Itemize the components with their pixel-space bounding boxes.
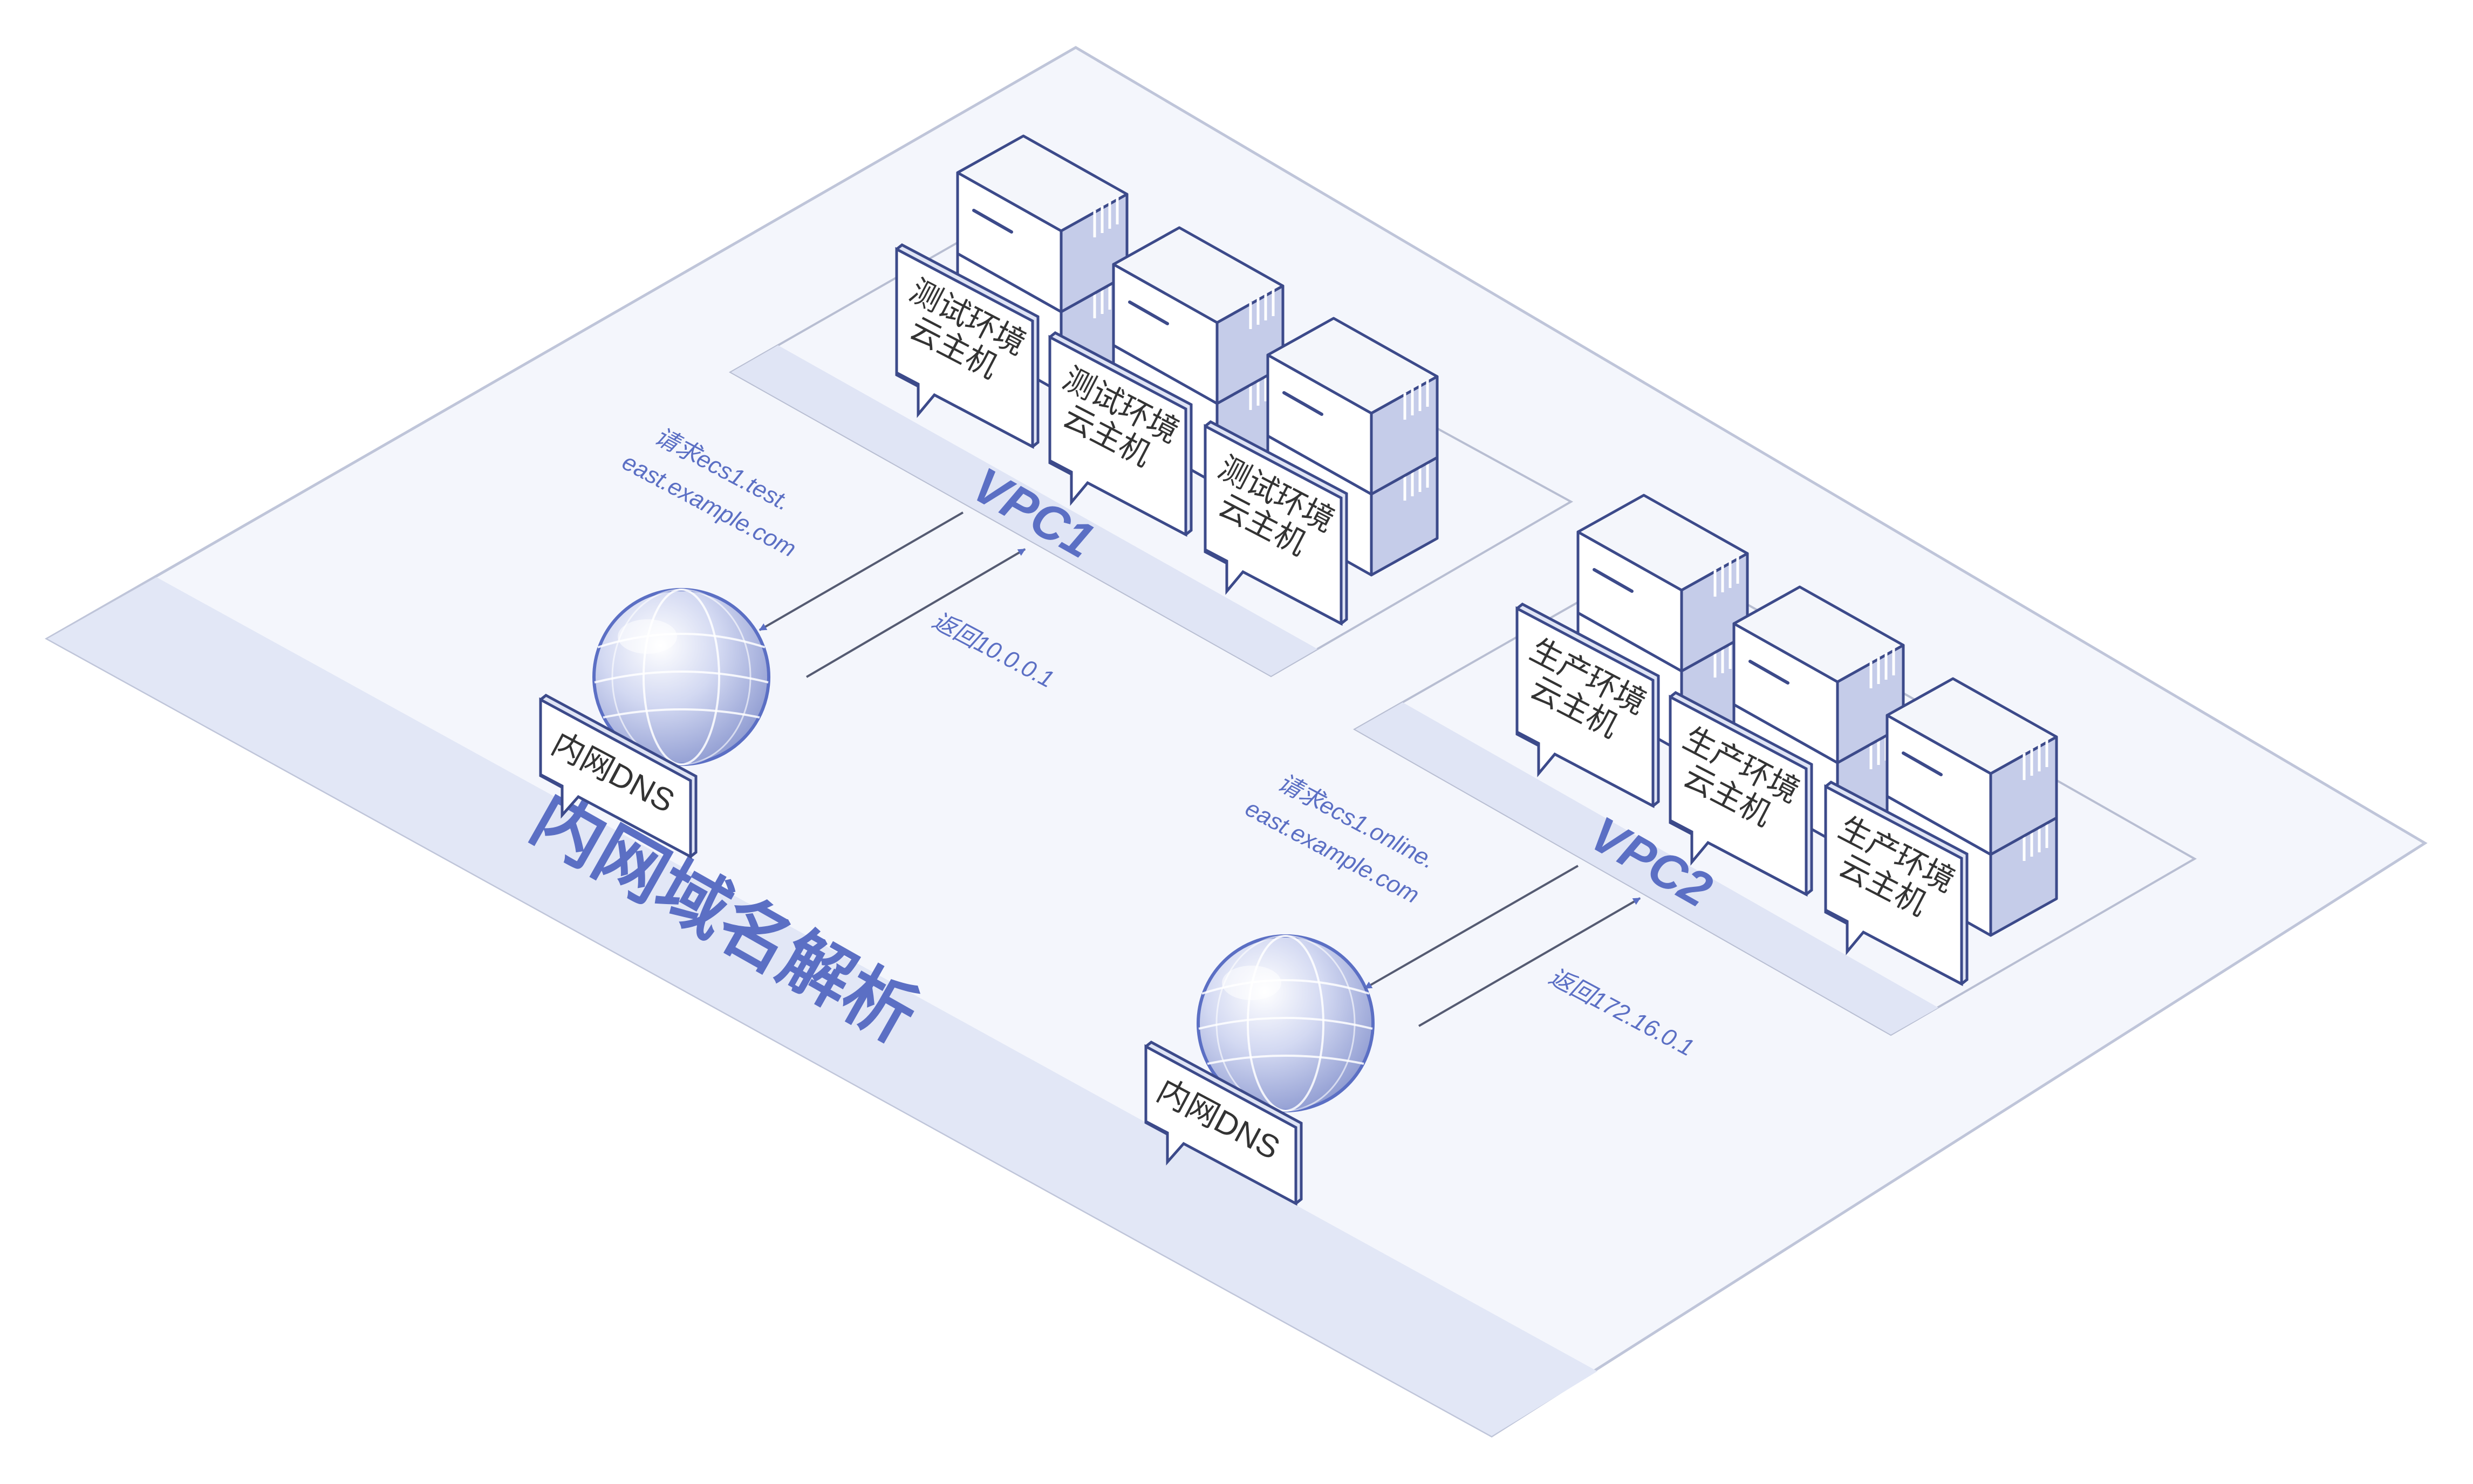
server-unit — [1266, 317, 1439, 496]
globe-icon — [1197, 934, 1375, 1112]
dns-node-1: 内网DNS — [539, 588, 770, 859]
server-label-card: 生产环境 云主机 — [1515, 603, 1660, 809]
server-unit — [1886, 677, 2058, 856]
request-arrow-1 — [759, 511, 964, 631]
dns-label-card: 内网DNS — [539, 694, 698, 859]
server-label-card: 生产环境 云主机 — [1824, 781, 1969, 987]
server-unit — [956, 134, 1129, 313]
server-label-card: 生产环境 云主机 — [1669, 691, 1813, 897]
request-arrow-2 — [1364, 865, 1579, 989]
globe-icon — [592, 588, 770, 766]
vpc2-band — [1355, 702, 1938, 1035]
server-unit — [1576, 494, 1749, 673]
server-label-card: 测试环境 云主机 — [1204, 420, 1348, 626]
vpc2-server-cards: 生产环境 云主机 生产环境 云主机 生产环境 云主机 — [1515, 603, 1969, 987]
vpc1-band — [731, 345, 1317, 676]
vpc2-servers — [1576, 494, 2058, 937]
server-label-card: 测试环境 云主机 — [1048, 331, 1193, 537]
response-arrow-2 — [1418, 897, 1641, 1027]
response-arrow-1 — [805, 548, 1026, 678]
vpc1-server-cards: 测试环境 云主机 测试环境 云主机 测试环境 云主机 — [895, 243, 1348, 626]
platform-front-band — [47, 577, 1597, 1436]
platform: 内网域名解析 — [44, 46, 2428, 1438]
server-stack — [1886, 677, 2058, 937]
dns-node-2: 内网DNS — [1144, 934, 1375, 1206]
